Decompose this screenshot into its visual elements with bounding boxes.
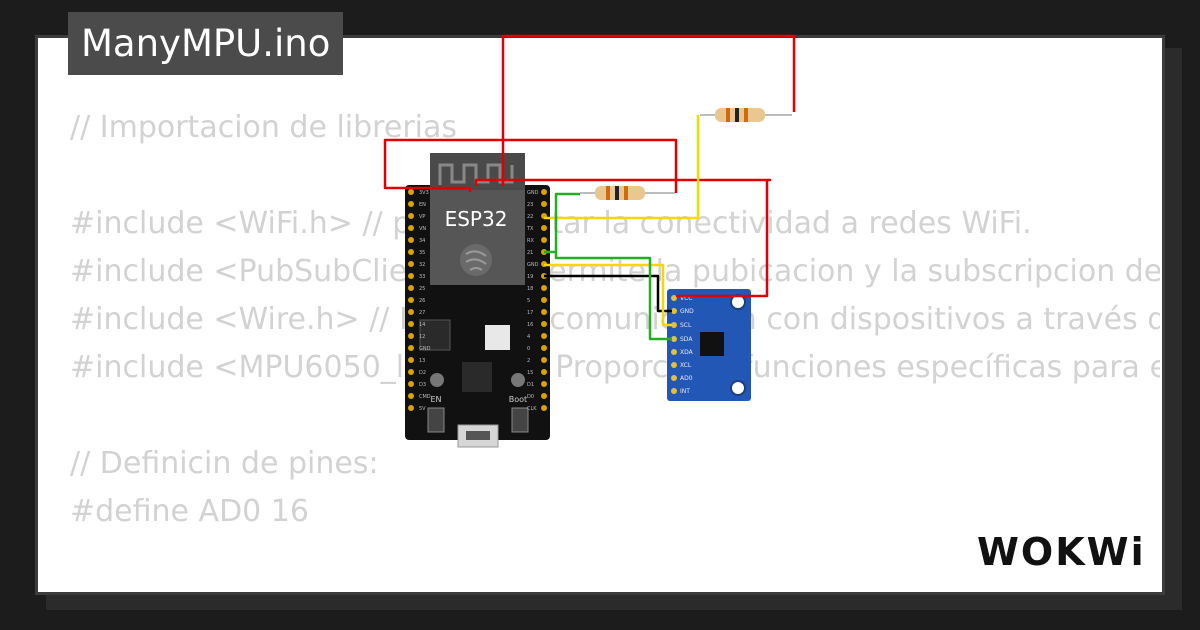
boot-button-label: Boot (509, 395, 527, 404)
pin-label: VN (419, 226, 426, 232)
en-button-label: EN (430, 395, 441, 404)
mpu6050-chip (700, 332, 724, 356)
mpu-pin-label: GND (680, 308, 694, 315)
code-line: #include <MPU6050_light.h> // Proporcion… (70, 350, 1160, 385)
pin-label: 35 (419, 250, 425, 256)
ground-wire (544, 274, 672, 313)
power-wire (501, 178, 772, 298)
code-line: #include <Wire.h> // Facilita la comunic… (70, 302, 1160, 337)
pin-label: VP (419, 214, 425, 220)
pin-label: D2 (419, 370, 426, 376)
pin-label: 5V (419, 406, 426, 412)
espressif-logo-icon (465, 250, 487, 271)
pin-label: D0 (527, 394, 534, 400)
code-editor: // Importacion de librerias #include <Wi… (70, 104, 1160, 592)
mpu-pin-label: XDA (680, 349, 694, 356)
pin-label: CMD (419, 394, 431, 400)
pin-label: D1 (527, 382, 534, 388)
pin-label: RX (527, 238, 534, 244)
power-wire (383, 138, 678, 193)
mounting-hole-icon (730, 380, 746, 396)
code-preview-card: // Importacion de librerias #include <Wi… (35, 35, 1165, 595)
pin-label: 26 (419, 298, 425, 304)
code-line: // Definicin de pines: (70, 446, 379, 481)
wire-group (383, 34, 796, 341)
sda-wire (554, 192, 580, 252)
led-icon (430, 373, 444, 387)
mpu-pin-label: INT (680, 388, 690, 395)
code-line: #include <PubSubClient.h> // Permite la … (70, 254, 1160, 289)
pin-label: 18 (527, 286, 533, 292)
pin-label: 22 (527, 214, 533, 220)
pin-label: 19 (527, 274, 533, 280)
pin-label: 15 (527, 370, 533, 376)
sda-wire (544, 250, 672, 341)
pin-label: CLK (527, 406, 537, 412)
pin-label: 5 (527, 298, 530, 304)
regulator (485, 325, 510, 350)
mpu-pin-label: SCL (680, 322, 692, 329)
usb-port-icon (466, 431, 490, 440)
pin-label: 25 (419, 286, 425, 292)
pin-label: 12 (419, 334, 425, 340)
pin-label: EN (419, 202, 426, 208)
led-icon (511, 373, 525, 387)
pin-label: 34 (419, 238, 425, 244)
pin-label: 17 (527, 310, 533, 316)
right-pin-header (541, 189, 547, 411)
esp32-label: ESP32 (445, 207, 508, 231)
pin-label: D3 (419, 382, 426, 388)
pullup-resistor-sda[interactable] (580, 186, 675, 200)
pin-label: GND (419, 346, 431, 352)
pin-label: 16 (527, 322, 533, 328)
pullup-resistor-scl[interactable] (700, 108, 792, 122)
pin-label: GND (527, 262, 539, 268)
boot-button[interactable] (511, 407, 529, 433)
pin-label: 32 (419, 262, 425, 268)
ic-chip (419, 319, 451, 351)
scl-wire (544, 263, 672, 327)
code-line: #define AD0 16 (70, 494, 309, 529)
mpu-pin-label: SDA (680, 336, 693, 343)
mpu6050-module[interactable]: VCC GND SCL SDA XDA XCL AD0 INT (667, 289, 751, 401)
mpu-pin-label: XCL (680, 362, 692, 369)
usb-uart-chip (462, 362, 492, 392)
scl-wire (544, 115, 700, 220)
pin-label: 0 (527, 346, 530, 352)
pin-label: 13 (419, 358, 425, 364)
left-pin-header (408, 189, 414, 411)
esp32-board[interactable]: ESP32 EN Boot (405, 153, 550, 448)
project-title[interactable]: ManyMPU.ino (68, 12, 344, 75)
pin-label: 14 (419, 322, 425, 328)
code-line: // Declaracion de variables (70, 584, 1160, 592)
mpu-pin-label: AD0 (680, 375, 693, 382)
pin-label: 2 (527, 358, 530, 364)
wokwi-logo[interactable]: WOKWi (975, 527, 1150, 577)
pin-label: 27 (419, 310, 425, 316)
wokwi-logo-text: WOKWi (977, 530, 1146, 574)
pin-label: 33 (419, 274, 425, 280)
pin-label: GND (527, 190, 539, 196)
pin-label: 3V3 (419, 190, 429, 196)
mpu-pin-label: VCC (680, 295, 692, 302)
power-wire (474, 34, 796, 186)
pin-label: TX (526, 226, 534, 232)
pin-label: 4 (527, 334, 530, 340)
en-button[interactable] (427, 407, 445, 433)
pin-label: 21 (527, 250, 533, 256)
code-line: #include <WiFi.h> // para habilitar la c… (70, 206, 1032, 241)
pin-label: 23 (527, 202, 533, 208)
